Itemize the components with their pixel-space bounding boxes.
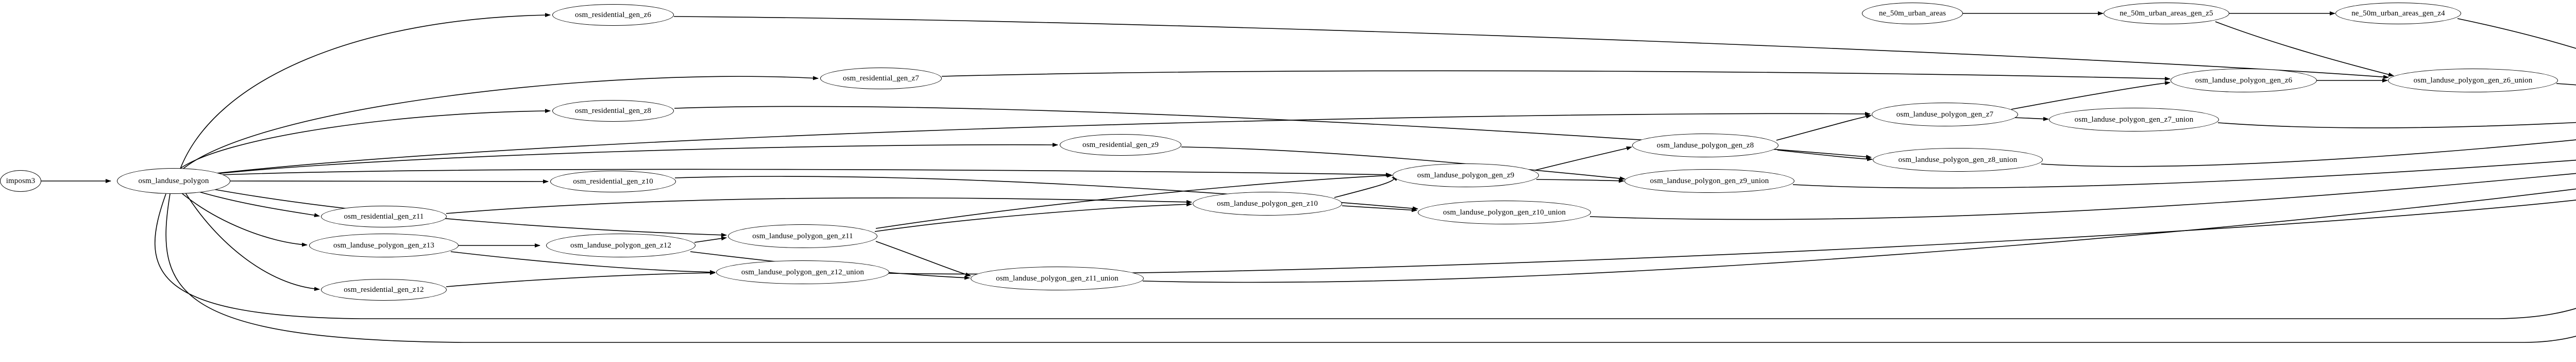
node-label: osm_landuse_polygon_gen_z7_union xyxy=(2074,115,2194,124)
node-osm_residential_gen_z7[interactable]: osm_residential_gen_z7 xyxy=(820,68,942,89)
node-label: osm_residential_gen_z8 xyxy=(575,106,651,115)
node-label: osm_landuse_polygon_gen_z8_union xyxy=(1898,155,2018,164)
node-olp_gen_z13[interactable]: osm_landuse_polygon_gen_z13 xyxy=(309,234,459,257)
node-label: ne_50m_urban_areas_gen_z5 xyxy=(2120,9,2213,18)
node-imposm3[interactable]: imposm3 xyxy=(0,170,41,192)
node-label: osm_landuse_polygon_gen_z9 xyxy=(1417,171,1515,179)
node-label: ne_50m_urban_areas xyxy=(1878,9,1946,18)
node-olp_gen_z8_union[interactable]: osm_landuse_polygon_gen_z8_union xyxy=(1873,148,2043,172)
node-olp_gen_z6[interactable]: osm_landuse_polygon_gen_z6 xyxy=(2171,69,2317,92)
node-osm_residential_gen_z6[interactable]: osm_residential_gen_z6 xyxy=(552,4,674,26)
node-label: osm_landuse_polygon_gen_z7 xyxy=(1896,110,1994,119)
node-osm_residential_gen_z9[interactable]: osm_residential_gen_z9 xyxy=(1060,134,1181,156)
node-label: osm_residential_gen_z10 xyxy=(573,177,653,186)
node-osm_residential_gen_z12[interactable]: osm_residential_gen_z12 xyxy=(321,279,447,301)
node-olp_gen_z9_union[interactable]: osm_landuse_polygon_gen_z9_union xyxy=(1624,169,1794,193)
node-label: osm_landuse_polygon_gen_z10 xyxy=(1216,199,1318,208)
node-label: ne_50m_urban_areas_gen_z4 xyxy=(2351,9,2445,18)
node-olp_gen_z11[interactable]: osm_landuse_polygon_gen_z11 xyxy=(728,224,877,248)
node-olp_gen_z7_union[interactable]: osm_landuse_polygon_gen_z7_union xyxy=(2049,108,2219,131)
node-osm_landuse_polygon[interactable]: osm_landuse_polygon xyxy=(117,168,230,194)
node-olp_gen_z8[interactable]: osm_landuse_polygon_gen_z8 xyxy=(1632,134,1778,157)
node-label: osm_residential_gen_z11 xyxy=(344,212,424,221)
node-label: osm_landuse_polygon_gen_z11 xyxy=(752,232,853,240)
node-ne_50m_urban_areas_gen_z4[interactable]: ne_50m_urban_areas_gen_z4 xyxy=(2335,3,2461,24)
node-label: imposm3 xyxy=(6,176,36,185)
node-olp_gen_z7[interactable]: osm_landuse_polygon_gen_z7 xyxy=(1872,103,2018,126)
node-label: osm_landuse_polygon_gen_z10_union xyxy=(1443,208,1566,217)
node-label: osm_landuse_polygon_gen_z13 xyxy=(333,241,434,250)
node-label: osm_landuse_polygon_gen_z8 xyxy=(1656,141,1754,150)
node-olp_gen_z10[interactable]: osm_landuse_polygon_gen_z10 xyxy=(1193,192,1342,216)
node-label: osm_landuse_polygon_gen_z12_union xyxy=(741,268,865,276)
node-label: osm_landuse_polygon_gen_z6_union xyxy=(2413,76,2533,85)
node-olp_gen_z10_union[interactable]: osm_landuse_polygon_gen_z10_union xyxy=(1418,201,1591,224)
node-label: osm_residential_gen_z7 xyxy=(843,74,919,83)
node-label: osm_residential_gen_z6 xyxy=(575,10,651,19)
node-olp_gen_z11_union[interactable]: osm_landuse_polygon_gen_z11_union xyxy=(971,267,1144,290)
node-label: osm_landuse_polygon_gen_z11_union xyxy=(996,274,1118,283)
node-olp_gen_z6_union[interactable]: osm_landuse_polygon_gen_z6_union xyxy=(2388,69,2558,92)
node-ne_50m_urban_areas[interactable]: ne_50m_urban_areas xyxy=(1862,3,1963,24)
node-osm_residential_gen_z11[interactable]: osm_residential_gen_z11 xyxy=(321,206,447,227)
node-label: osm_landuse_polygon_gen_z12 xyxy=(570,241,671,250)
node-label: osm_residential_gen_z9 xyxy=(1082,140,1159,149)
node-olp_gen_z9[interactable]: osm_landuse_polygon_gen_z9 xyxy=(1393,163,1539,187)
node-ne_50m_urban_areas_gen_z5[interactable]: ne_50m_urban_areas_gen_z5 xyxy=(2104,3,2229,24)
node-osm_residential_gen_z8[interactable]: osm_residential_gen_z8 xyxy=(552,100,674,122)
node-olp_gen_z12[interactable]: osm_landuse_polygon_gen_z12 xyxy=(546,234,696,257)
node-label: osm_landuse_polygon xyxy=(138,176,209,185)
node-label: osm_landuse_polygon_gen_z6 xyxy=(2195,76,2293,85)
node-label: osm_residential_gen_z12 xyxy=(344,285,424,294)
node-osm_residential_gen_z10[interactable]: osm_residential_gen_z10 xyxy=(550,171,676,192)
node-label: osm_landuse_polygon_gen_z9_union xyxy=(1650,176,1769,185)
node-olp_gen_z12_union[interactable]: osm_landuse_polygon_gen_z12_union xyxy=(716,260,889,284)
